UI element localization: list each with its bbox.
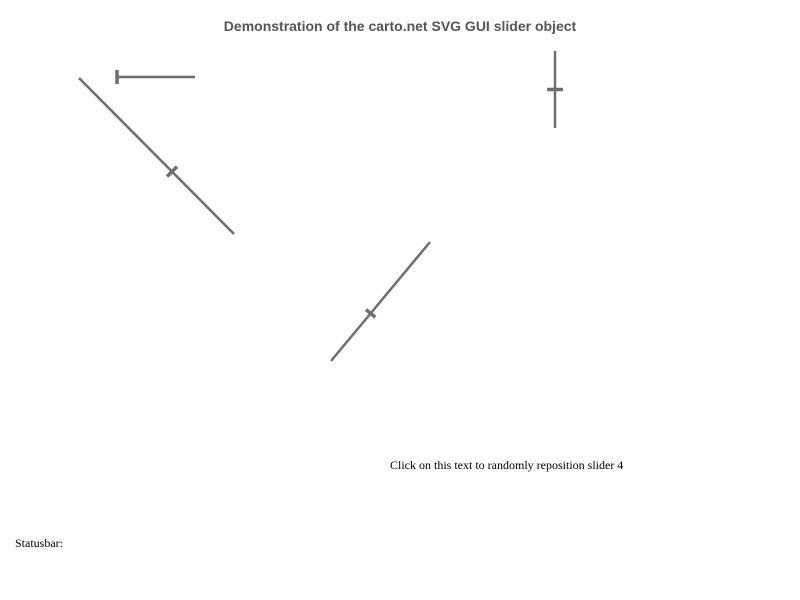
statusbar-label: Statusbar:: [15, 536, 63, 550]
slider-2-handle[interactable]: [165, 165, 179, 178]
slider-3[interactable]: [547, 51, 563, 128]
slider-2[interactable]: [78, 77, 235, 235]
reposition-slider-4-link[interactable]: Click on this text to randomly repositio…: [390, 458, 623, 472]
page-title: Demonstration of the carto.net SVG GUI s…: [224, 18, 577, 34]
slider-2-track[interactable]: [78, 77, 235, 235]
slider-4[interactable]: [330, 241, 431, 362]
slider-4-track[interactable]: [330, 241, 431, 362]
slider-4-handle[interactable]: [364, 308, 377, 319]
slider-1[interactable]: [115, 70, 195, 84]
